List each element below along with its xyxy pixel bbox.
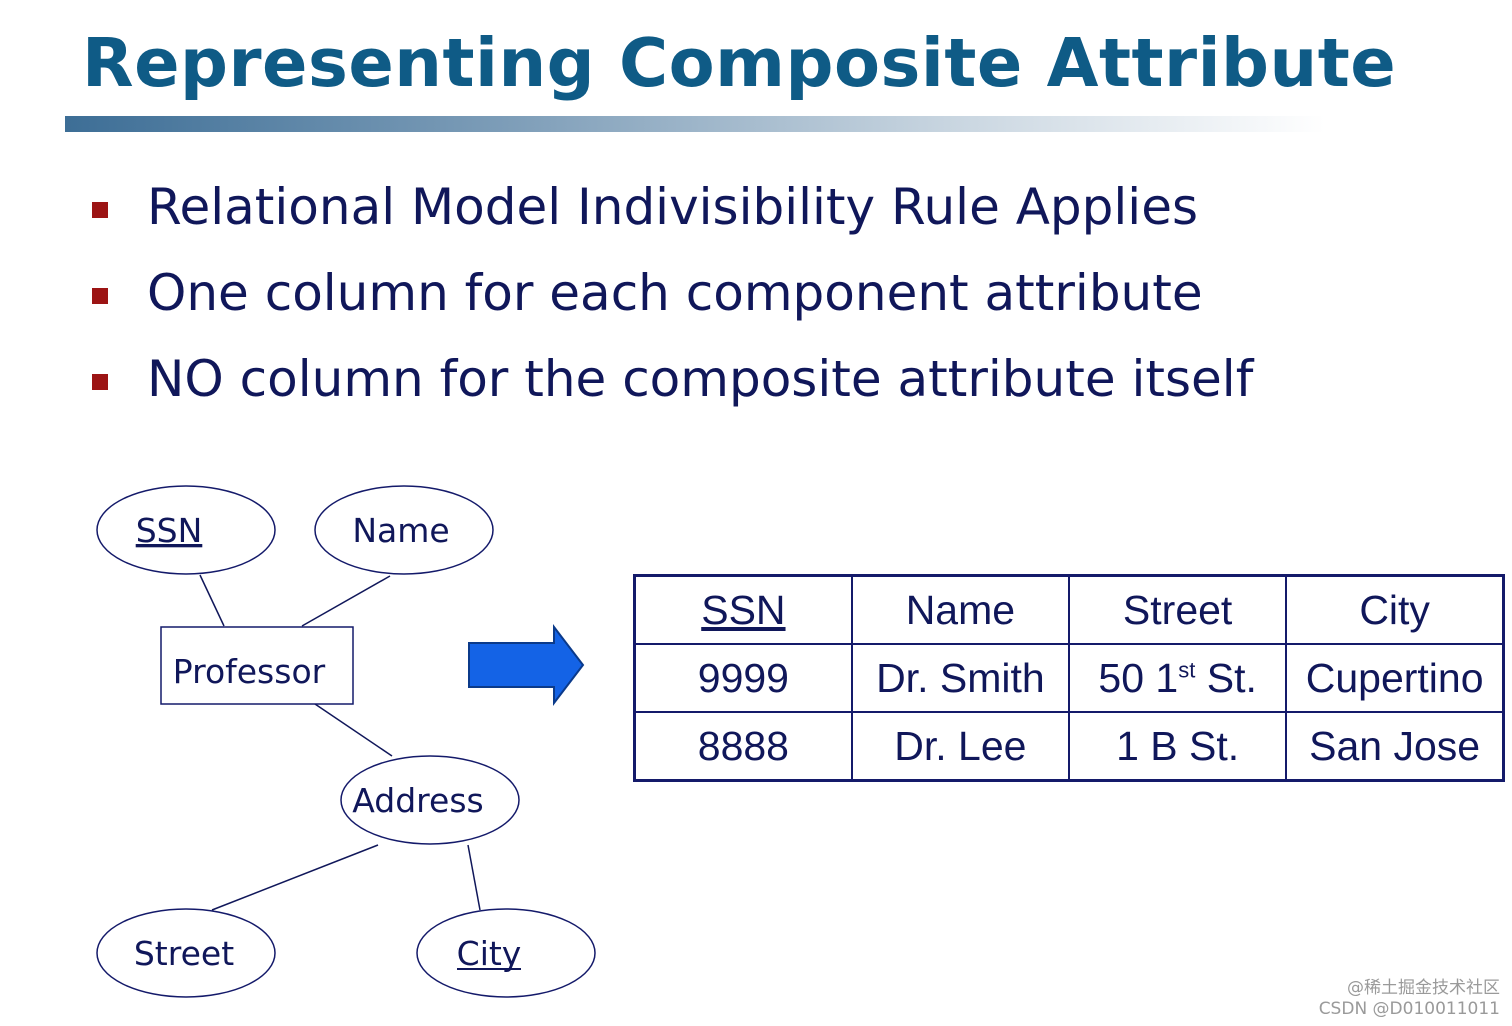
bullet-item: Relational Model Indivisibility Rule App… [92, 170, 1392, 240]
watermark-line-1: @稀土掘金技术社区 [1347, 978, 1500, 998]
title-underline [65, 116, 1325, 132]
square-bullet-icon [92, 288, 108, 304]
connector-name-professor [301, 575, 391, 627]
attribute-street-label: Street [134, 934, 234, 973]
square-bullet-icon [92, 374, 108, 390]
attribute-name-label: Name [352, 511, 449, 550]
watermark: @稀土掘金技术社区 CSDN @D010011011 [1319, 978, 1500, 1020]
attribute-address-ellipse [340, 755, 520, 845]
connector-address-street [211, 844, 379, 911]
cell-ssn: 8888 [633, 711, 853, 782]
attribute-ssn-ellipse [96, 485, 276, 575]
square-bullet-icon [92, 202, 108, 218]
bullet-item: NO column for the composite attribute it… [92, 342, 1392, 412]
header-street: Street [1067, 574, 1288, 645]
cell-street: 50 1st St. [1067, 643, 1288, 713]
attribute-city-label: City [457, 934, 522, 973]
attribute-street-ellipse [96, 908, 276, 998]
arrow-shape [468, 624, 585, 706]
header-city: City [1285, 574, 1505, 645]
connector-professor-address [314, 703, 393, 757]
bullet-item: One column for each component attribute [92, 256, 1392, 326]
entity-professor-label: Professor [173, 652, 326, 691]
cell-name: Dr. Smith [850, 643, 1071, 713]
table-header-row: SSN Name Street City [633, 574, 1505, 645]
cell-city: San Jose [1285, 711, 1505, 782]
cell-name: Dr. Lee [850, 711, 1071, 782]
attribute-ssn-label: SSN [136, 511, 203, 550]
watermark-line-2: CSDN @D010011011 [1318, 999, 1500, 1019]
slide-title: Representing Composite Attribute [82, 24, 1397, 102]
relation-table: SSN Name Street City 9999 Dr. Smith 50 1… [633, 574, 1505, 782]
table-row: 9999 Dr. Smith 50 1st St. Cupertino [633, 643, 1505, 713]
bullet-text: Relational Model Indivisibility Rule App… [147, 178, 1199, 236]
header-name: Name [850, 574, 1071, 645]
header-ssn: SSN [633, 574, 853, 645]
bullet-text: NO column for the composite attribute it… [147, 350, 1254, 408]
connector-ssn-professor [199, 574, 225, 627]
connector-address-city [467, 844, 481, 911]
cell-street: 1 B St. [1067, 711, 1288, 782]
entity-professor-box [160, 626, 354, 705]
attribute-city-ellipse [416, 908, 596, 998]
table-row: 8888 Dr. Lee 1 B St. San Jose [633, 711, 1505, 782]
attribute-name-ellipse [314, 485, 494, 575]
cell-ssn: 9999 [633, 643, 853, 713]
attribute-address-label: Address [352, 781, 483, 820]
bullet-text: One column for each component attribute [147, 264, 1203, 322]
cell-city: Cupertino [1285, 643, 1505, 713]
